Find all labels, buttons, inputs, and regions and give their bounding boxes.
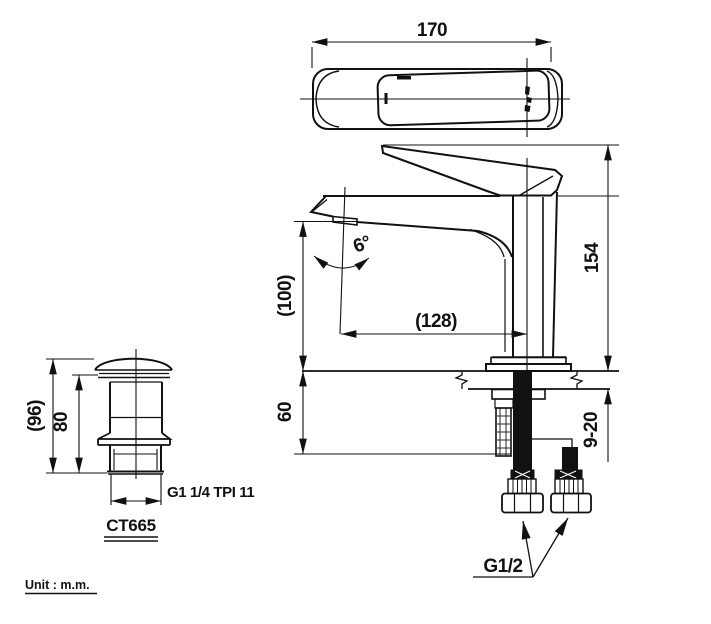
top-view-logo-mark [397,76,411,80]
dim-170-group [311,38,552,68]
dim-80-label: 80 [51,412,72,432]
dim-60-label: 60 [275,402,296,422]
spout-tip [309,195,334,218]
drain-flange [97,432,173,440]
dim-128-label: (128) [415,311,457,332]
dim-96-label: (96) [25,400,46,432]
base-plate-lower [485,363,572,372]
threaded-shank [495,407,512,457]
spout-underside-inner [469,228,505,258]
dim-60-group [294,371,510,455]
g12-leader-group [473,517,569,578]
counter-section [302,370,619,390]
faucet-side-view [309,144,619,372]
connector-ribs-right-lines [559,479,579,494]
hose-nut-right [550,492,592,514]
top-view-detail-marks [524,86,532,112]
handle-crease [519,175,554,196]
drain-product-code: CT665 [106,516,156,535]
dim-80-group [72,374,98,473]
dim-154-label: 154 [582,242,603,273]
deck-break-left [454,371,469,389]
connector-ribs-left-lines [512,479,532,494]
hose-ferrule-right-x [559,470,577,479]
hose-step-line [532,438,573,447]
top-view-handle-tick [384,93,388,104]
unit-note: Unit : m.m. [25,578,90,592]
spout-underside [356,221,513,258]
threaded-shank-ribs [497,408,510,456]
top-view-handle-outline [376,69,551,127]
body-right-edge [552,191,558,358]
g12-arrow-right [532,517,569,578]
deck-break-right [569,371,584,389]
drain-assembly [94,349,173,479]
mounting-bracket [494,398,514,409]
drain-code-underline [104,536,158,542]
g12-arrow-left [521,520,534,578]
angle-ref-line [339,186,346,335]
under-counter-hardware [491,371,592,514]
dim-96-group [46,358,107,474]
handle-lever [380,144,564,197]
faucet-top-view [300,58,570,137]
dim-drain-thread-label: G1 1/4 TPI 11 [167,484,254,501]
spout-aerator [332,215,358,226]
drain-cap-dome [94,357,173,371]
dim-drain-thread-group [110,474,162,505]
spout-tip-inner-line [312,198,328,212]
dim-100-group [294,220,357,371]
dim-100-label: (100) [275,275,296,317]
angle-arc [313,255,370,271]
supply-hose-left [513,371,532,470]
hose-ferrule-left-x [514,470,531,479]
dim-170-label: 170 [417,20,447,41]
supply-hose-right [562,447,578,470]
g12-label: G1/2 [483,556,522,577]
angle-6deg-group [313,186,370,335]
hose-nut-left [501,492,544,514]
dim-920-label: 9-20 [581,412,602,448]
angle-6deg-label: 6° [350,232,373,258]
